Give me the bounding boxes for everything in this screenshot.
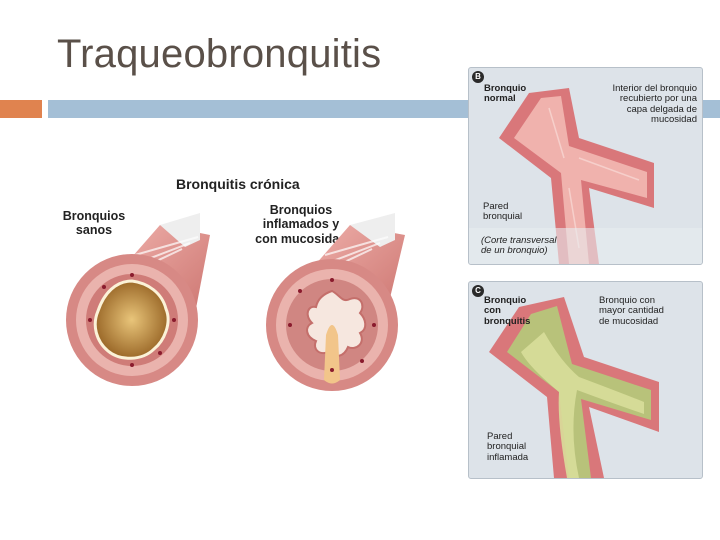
bronchitis-illustration: Bronquitis crónica Bronquios sanos Bronq…	[50, 165, 435, 410]
panel-normal-bronchus: B Bronquio normal Interior del bronquio …	[468, 67, 703, 265]
label-bronchus-with-bronchitis: Bronquio con bronquitis	[484, 295, 531, 327]
bronchus-comparison-figure: B Bronquio normal Interior del bronquio …	[465, 55, 710, 507]
inflamed-bronchus	[266, 213, 405, 391]
panel-bronchitis-bronchus: C Bronquio con bronquitis Bronquio con m…	[468, 281, 703, 479]
label-normal-bronchus: Bronquio normal	[484, 83, 527, 105]
normal-bronchus-drawing	[469, 88, 702, 264]
bronchitis-bronchus-drawing	[489, 297, 659, 478]
panel-badge-c: C	[472, 285, 484, 297]
bronchi-tubes-drawing	[66, 213, 405, 391]
panel-badge-b: B	[472, 71, 484, 83]
slide-title: Traqueobronquitis	[57, 32, 382, 76]
accent-bar-orange	[0, 100, 42, 118]
label-inflamed-bronchi: Bronquios inflamados y con mucosidad	[255, 203, 347, 246]
healthy-bronchus	[66, 213, 210, 386]
label-bronchial-wall: Pared bronquial	[483, 201, 523, 223]
label-inflamed-wall: Pared bronquial inflamada	[487, 431, 529, 463]
label-healthy-bronchi: Bronquios sanos	[62, 209, 126, 238]
label-bronchus-interior: Interior del bronquio recubierto por una…	[612, 83, 698, 126]
figure-title: Bronquitis crónica	[176, 176, 300, 192]
label-more-mucus: Bronquio con mayor cantidad de mucosidad	[599, 295, 664, 327]
label-cross-section: (Corte transversal de un bronquio)	[481, 235, 557, 257]
